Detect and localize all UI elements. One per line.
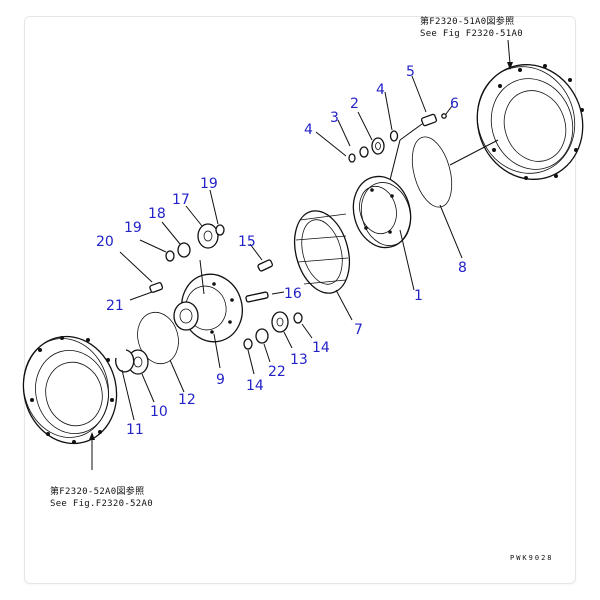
- snap-ring-11: [115, 349, 135, 373]
- washer-14-right: [293, 312, 303, 324]
- callout-14a: 14: [246, 378, 264, 394]
- callout-15: 15: [238, 234, 256, 250]
- gear-17: [197, 223, 219, 249]
- callout-2: 2: [350, 96, 359, 112]
- gear-13: [271, 311, 289, 333]
- upper-housing: [476, 39, 584, 180]
- drawing-code: PWK9028: [510, 554, 554, 562]
- pin-20: [149, 282, 164, 293]
- ring-gear-7: [293, 210, 351, 294]
- callout-10: 10: [150, 404, 168, 420]
- gasket-8: [411, 136, 453, 208]
- callout-19a: 19: [124, 220, 142, 236]
- washer-19-upper: [215, 224, 225, 236]
- callout-6: 6: [450, 96, 459, 112]
- callout-16: 16: [284, 286, 302, 302]
- pin-16: [245, 291, 269, 303]
- callout-3: 3: [330, 110, 339, 126]
- o-ring-12: [137, 311, 179, 365]
- callout-17: 17: [172, 192, 190, 208]
- hub-9: [173, 273, 243, 343]
- upper-ref-jp: 第F2320-51A0図参照: [420, 15, 514, 27]
- bearing-18: [177, 242, 191, 258]
- bearing-22: [255, 328, 269, 344]
- washer-14-left: [243, 338, 253, 350]
- callout-7: 7: [354, 322, 363, 338]
- lower-ref-jp: 第F2320-52A0図参照: [50, 485, 144, 497]
- callout-13: 13: [290, 352, 308, 368]
- pin-15: [257, 259, 274, 272]
- callout-8: 8: [458, 260, 467, 276]
- callout-18: 18: [148, 206, 166, 222]
- callout-4b: 4: [376, 82, 385, 98]
- lower-ref-en: See Fig.F2320-52A0: [50, 499, 153, 509]
- washer-19-lower: [165, 250, 175, 262]
- callout-9: 9: [216, 372, 225, 388]
- small-parts-top: [348, 113, 447, 163]
- carrier-1: [352, 175, 412, 249]
- callout-21: 21: [106, 298, 124, 314]
- upper-ref-en: See Fig F2320-51A0: [420, 29, 523, 39]
- callout-1: 1: [414, 288, 423, 304]
- callout-19b: 19: [200, 176, 218, 192]
- callout-5: 5: [406, 64, 415, 80]
- callout-11: 11: [126, 422, 144, 438]
- callout-20: 20: [96, 234, 114, 250]
- callout-12: 12: [178, 392, 196, 408]
- lower-housing: [22, 335, 118, 470]
- callout-22: 22: [268, 364, 286, 380]
- callout-4a: 4: [304, 122, 313, 138]
- callout-14b: 14: [312, 340, 330, 356]
